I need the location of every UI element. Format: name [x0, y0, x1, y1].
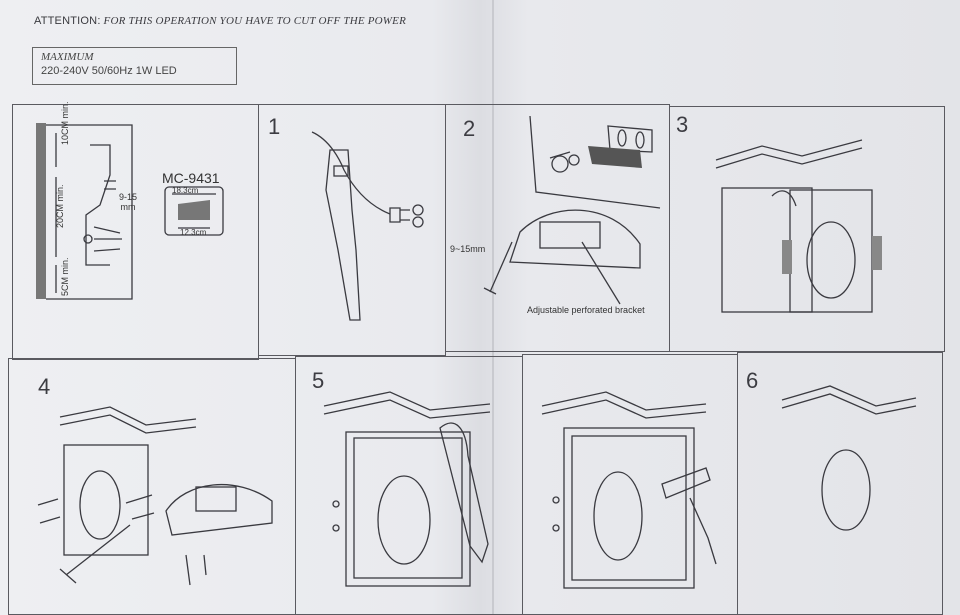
- dim-bottom-label: 5CM min.: [60, 257, 70, 296]
- step6-finished-drawing: [781, 385, 917, 531]
- dim-depth-label: 9-15 mm: [118, 192, 137, 212]
- attention-notice: ATTENTION: FOR THIS OPERATION YOU HAVE T…: [34, 15, 406, 27]
- paper-fold: [492, 0, 494, 615]
- size-height-label: 12.3cm: [180, 228, 207, 237]
- model-number: MC-9431: [162, 170, 220, 186]
- step5b-paint-drawing: [541, 391, 717, 589]
- spec-value: 220-240V 50/60Hz 1W LED: [41, 65, 177, 77]
- fixture-size-icon: [164, 186, 224, 236]
- spec-box: MAXIMUM 220-240V 50/60Hz 1W LED: [32, 47, 237, 85]
- step2-depth-label: 9~15mm: [450, 244, 486, 254]
- spec-title: MAXIMUM: [41, 51, 94, 63]
- size-width-label: 18.3cm: [172, 186, 199, 195]
- attention-label: ATTENTION:: [34, 15, 101, 27]
- step-number-5: 5: [312, 368, 325, 393]
- bracket-label: Adjustable perforated bracket: [527, 305, 645, 315]
- step4-screw-drawing: [37, 406, 273, 586]
- step-number-6: 6: [746, 368, 759, 393]
- panel-step-3: [669, 106, 945, 352]
- attention-text: FOR THIS OPERATION YOU HAVE TO CUT OFF T…: [103, 15, 407, 27]
- dim-top-label: 10CM min.: [60, 101, 70, 145]
- step2-bracket-drawing: [483, 115, 661, 305]
- step-number-4: 4: [38, 374, 51, 399]
- step1-wiring-drawing: [311, 131, 424, 321]
- step-number-2: 2: [463, 116, 476, 141]
- ceiling-section-drawing: [36, 123, 133, 300]
- step-number-1: 1: [268, 114, 281, 139]
- step5-fill-drawing: [323, 391, 491, 587]
- dim-middle-label: 20CM min.: [55, 184, 65, 228]
- step-number-3: 3: [676, 112, 689, 137]
- step3-mount-drawing: [715, 139, 882, 313]
